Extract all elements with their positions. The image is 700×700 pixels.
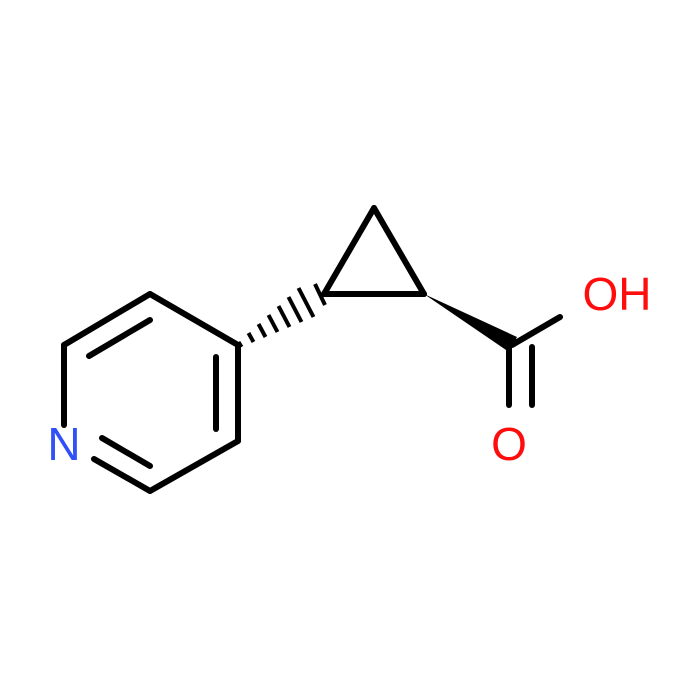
carboxyl-c-oh-bond	[509, 314, 563, 348]
hash-1	[236, 340, 244, 349]
hash-8	[313, 283, 327, 306]
solid-wedge-bond	[424, 294, 517, 352]
pyridine-bond-c5-n	[91, 456, 153, 494]
pyridine-inner-double-3	[99, 435, 153, 469]
cyclopropane-bond-right	[371, 205, 427, 297]
carboxyl-group	[506, 314, 563, 408]
carbonyl-oxygen-label: O	[491, 418, 527, 470]
hash-5	[276, 305, 292, 328]
pyridine-ring	[61, 291, 241, 494]
pyridine-bond-c6-c2	[61, 291, 153, 348]
cyclopropane-ring	[321, 205, 427, 297]
hash-4	[266, 314, 280, 333]
cyclopropane-bond-left	[321, 205, 377, 297]
pyridine-bond-c4-c5	[147, 438, 241, 494]
nitrogen-atom-label: N	[47, 418, 80, 470]
hydroxyl-label: OH	[583, 268, 652, 320]
hash-6	[286, 296, 304, 323]
pyridine-inner-double-1	[86, 317, 153, 359]
hash-2	[246, 332, 256, 343]
hash-7	[296, 287, 316, 318]
hash-3	[256, 323, 268, 338]
pyridine-bond-c2-c3	[147, 291, 241, 348]
hashed-wedge-bond	[236, 283, 327, 349]
